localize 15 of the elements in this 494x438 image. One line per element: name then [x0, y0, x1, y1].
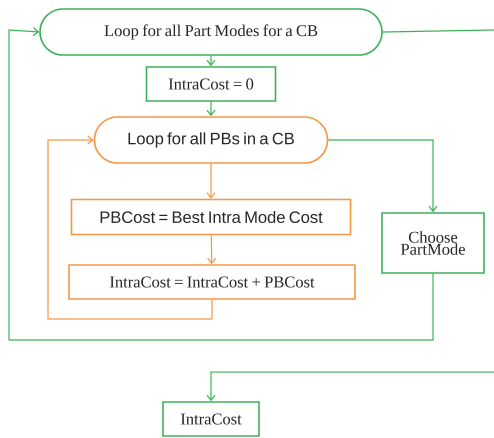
process-box: PBCost = Best Intra Mode Cost	[70, 198, 352, 236]
arrow	[47, 136, 213, 320]
process-box: IntraCost = 0	[146, 66, 276, 102]
arrow	[206, 56, 216, 66]
loop-terminal: Loop for all Part Modes for a CB	[39, 8, 383, 56]
arrow	[206, 102, 216, 116]
process-box: IntraCost = IntraCost + PBCost	[68, 264, 356, 300]
arrow	[328, 139, 438, 212]
arrow	[207, 235, 216, 264]
process-box: IntraCost	[162, 401, 260, 437]
arrow	[206, 164, 216, 199]
arrow	[206, 371, 494, 402]
loop-terminal: Loop for all PBs in a CB	[94, 116, 328, 164]
arrow	[8, 27, 434, 341]
process-box: Choose PartMode	[381, 212, 485, 274]
